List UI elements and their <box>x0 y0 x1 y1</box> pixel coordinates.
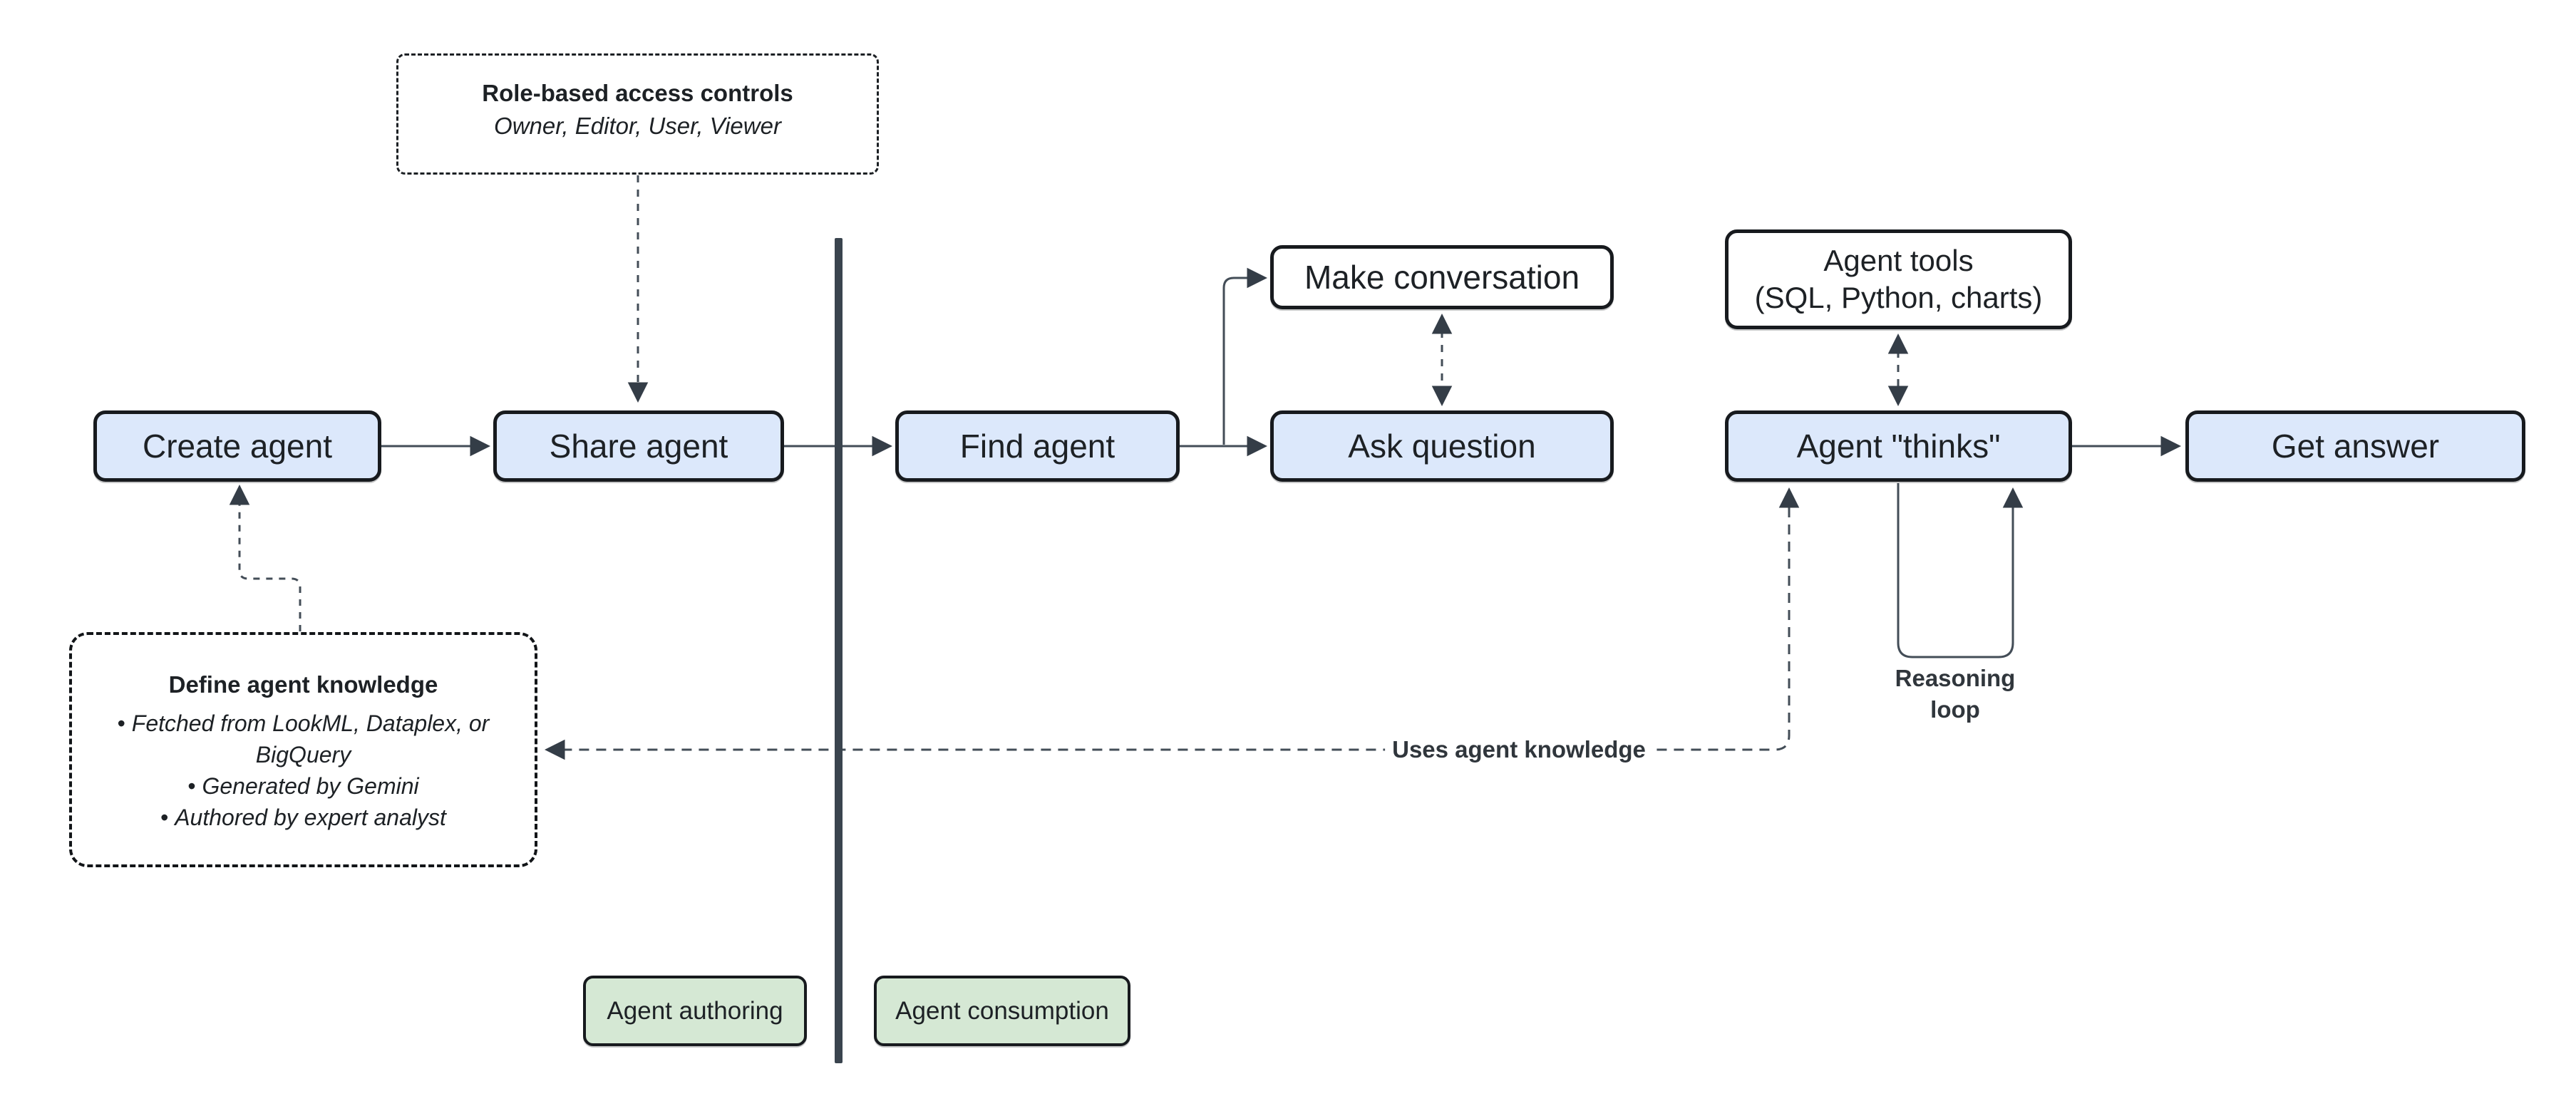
edge-define-knowledge-to-create <box>229 485 302 631</box>
edge-find-to-make-conversation <box>1222 267 1267 445</box>
edge-reasoning-loop <box>1897 483 2024 658</box>
knowledge-bullet-generated: Generated by Gemini <box>96 770 510 802</box>
authoring-consumption-divider <box>835 238 843 1063</box>
node-agent-tools: Agent tools (SQL, Python, charts) <box>1725 229 2072 329</box>
legend-agent-consumption-label: Agent consumption <box>895 996 1109 1025</box>
node-create-agent: Create agent <box>93 410 381 482</box>
node-agent-thinks-label: Agent "thinks" <box>1796 427 2001 465</box>
define-agent-knowledge-callout: Define agent knowledge Fetched from Look… <box>69 632 537 867</box>
uses-agent-knowledge-label: Uses agent knowledge <box>1385 734 1653 765</box>
edge-uses-agent-knowledge <box>545 487 1800 760</box>
role-based-access-title: Role-based access controls <box>482 80 793 106</box>
knowledge-bullet-fetched: Fetched from LookML, Dataplex, or BigQue… <box>96 708 510 770</box>
node-make-conversation: Make conversation <box>1270 245 1614 309</box>
node-find-agent-label: Find agent <box>959 427 1116 465</box>
node-make-conversation-label: Make conversation <box>1304 258 1580 296</box>
node-ask-question: Ask question <box>1270 410 1614 482</box>
node-create-agent-label: Create agent <box>143 427 332 465</box>
node-ask-question-label: Ask question <box>1348 427 1536 465</box>
define-agent-knowledge-title: Define agent knowledge <box>168 671 438 698</box>
node-agent-thinks: Agent "thinks" <box>1725 410 2072 482</box>
node-agent-tools-line1: Agent tools <box>1823 244 1974 277</box>
legend-agent-consumption: Agent consumption <box>874 976 1130 1046</box>
node-get-answer: Get answer <box>2185 410 2525 482</box>
node-get-answer-label: Get answer <box>2271 427 2440 465</box>
legend-agent-authoring: Agent authoring <box>583 976 807 1046</box>
knowledge-bullet-authored: Authored by expert analyst <box>96 802 510 833</box>
role-based-access-roles: Owner, Editor, User, Viewer <box>494 113 781 139</box>
reasoning-loop-label: Reasoning loop <box>1895 665 2016 723</box>
node-agent-tools-line2: (SQL, Python, charts) <box>1754 281 2043 314</box>
role-based-access-callout: Role-based access controls Owner, Editor… <box>396 53 879 175</box>
node-find-agent: Find agent <box>895 410 1180 482</box>
node-share-agent: Share agent <box>493 410 784 482</box>
legend-agent-authoring-label: Agent authoring <box>607 996 783 1025</box>
node-share-agent-label: Share agent <box>549 427 728 465</box>
